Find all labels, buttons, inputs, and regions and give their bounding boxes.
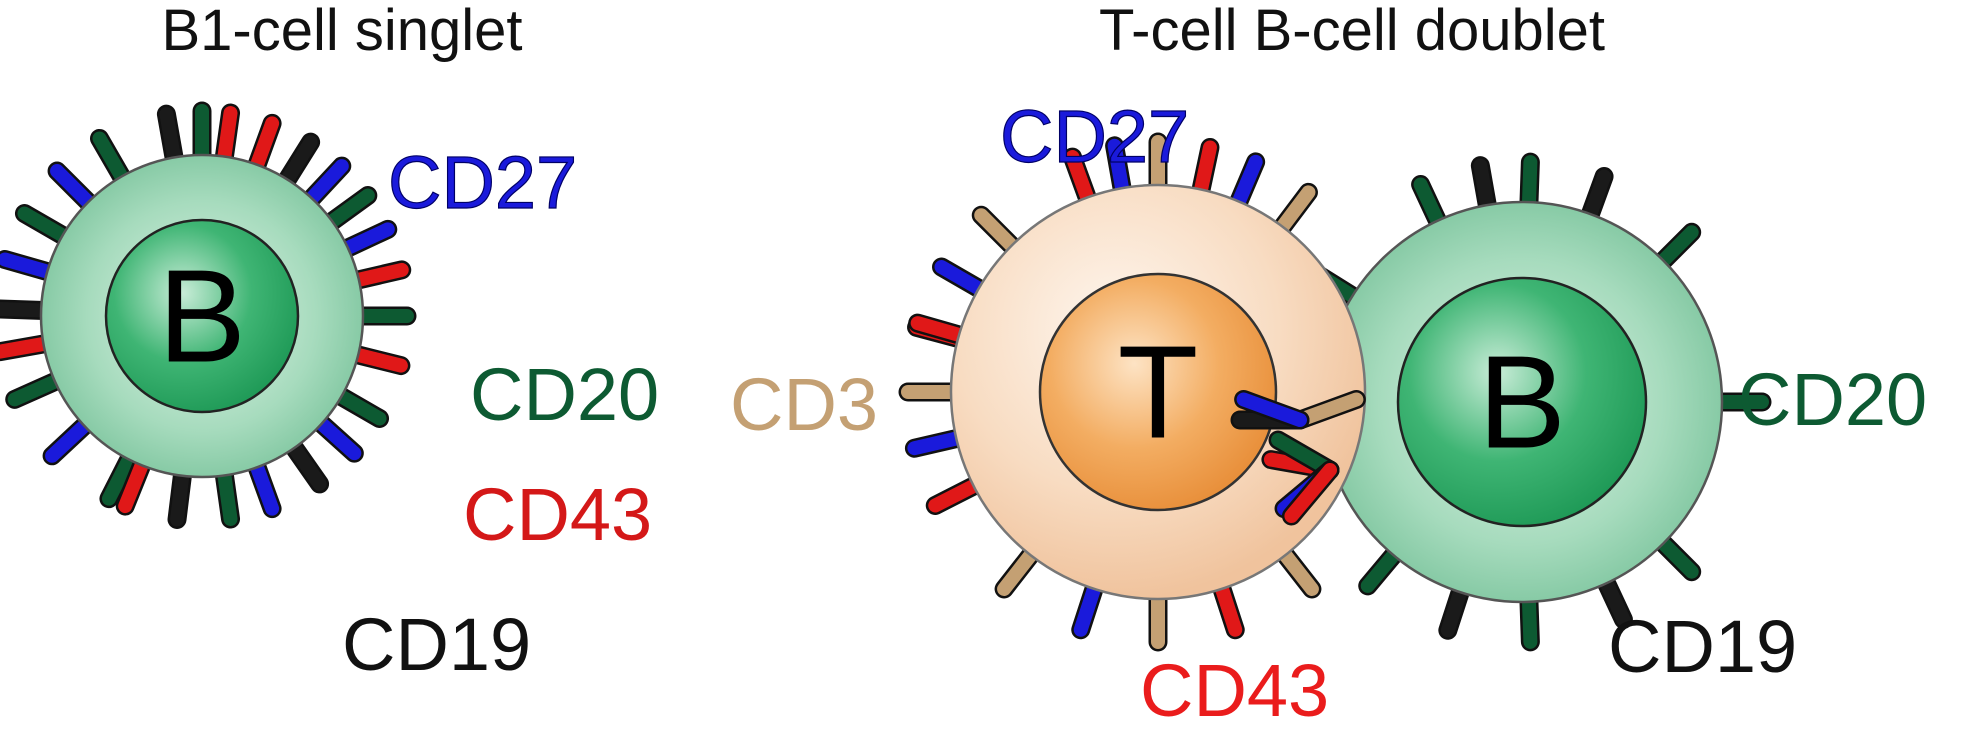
cd43-marker: [1284, 463, 1337, 523]
doublet-t-cell: T: [898, 132, 1367, 652]
doublet-cd20-label: CD20: [1738, 358, 1927, 441]
t-cell-nucleus: [1038, 272, 1278, 512]
doublet-cd43-label: CD43: [1140, 649, 1329, 732]
t-cell-letter: T: [1118, 319, 1199, 466]
cd3-marker: [1293, 392, 1364, 427]
singlet-cd27-label: CD27: [388, 141, 577, 224]
singlet-title: B1-cell singlet: [161, 0, 522, 63]
singlet-cd20-label: CD20: [470, 353, 659, 436]
cd27-marker: [1236, 392, 1307, 427]
doublet-title: T-cell B-cell doublet: [1099, 0, 1605, 63]
b1-singlet-nucleus: [104, 218, 300, 414]
singlet-cd43-label: CD43: [463, 473, 652, 556]
singlet-cd19-label: CD19: [342, 603, 531, 686]
doublet-b-cell-nucleus: [1396, 276, 1648, 528]
doublet-cd3-label: CD3: [730, 363, 878, 446]
b1-singlet-letter: B: [158, 243, 246, 390]
doublet-b-cell-letter: B: [1478, 329, 1566, 476]
doublet-cd19-label: CD19: [1608, 605, 1797, 688]
doublet-cd27-label: CD27: [1000, 95, 1189, 178]
doublet-contact-markers: [1230, 389, 1366, 526]
b1-singlet-cell: B: [0, 101, 417, 529]
doublet-b-cell: B: [1286, 152, 1772, 652]
